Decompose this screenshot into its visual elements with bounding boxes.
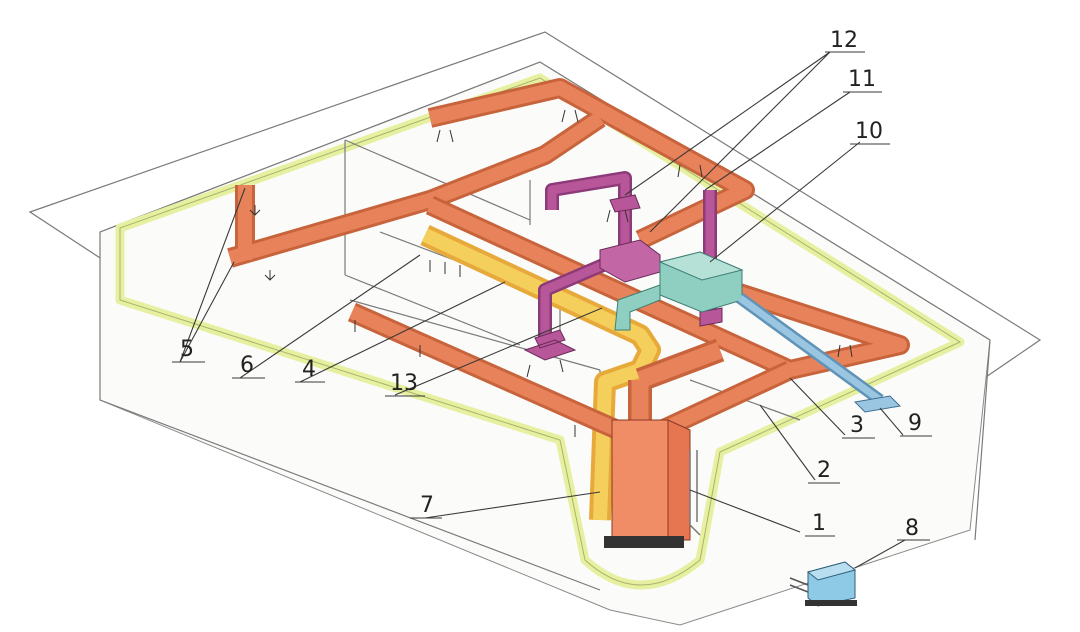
- callout-5: 5: [172, 337, 205, 363]
- teal-heat-recovery-unit: [614, 251, 744, 331]
- exhaust-hood-left: [523, 329, 577, 361]
- callout-11: 11: [843, 67, 882, 93]
- building-top-outline: [99, 61, 991, 341]
- callout-3: 3: [842, 413, 875, 439]
- callout-8: 8: [897, 516, 930, 541]
- svg-text:9: 9: [908, 411, 922, 436]
- airflow-arrows: [249, 109, 853, 437]
- exhaust-duct-yellow: [420, 225, 661, 521]
- fresh-air-duct: [736, 293, 902, 413]
- callout-4: 4: [295, 357, 325, 383]
- svg-text:5: 5: [180, 337, 194, 362]
- svg-text:2: 2: [817, 458, 831, 483]
- svg-text:4: 4: [302, 357, 316, 382]
- callout-2: 2: [808, 458, 840, 484]
- svg-text:12: 12: [830, 28, 858, 53]
- refrigerant-pipes: [689, 450, 701, 536]
- svg-text:13: 13: [390, 371, 418, 396]
- svg-text:11: 11: [848, 67, 876, 92]
- svg-text:7: 7: [420, 493, 434, 518]
- svg-text:10: 10: [855, 119, 883, 144]
- exhaust-duct-purple: [538, 171, 717, 340]
- callout-1: 1: [805, 511, 835, 537]
- callout-10: 10: [850, 119, 890, 145]
- callout-6: 6: [232, 353, 265, 379]
- leader-lines: [179, 51, 906, 569]
- callout-12: 12: [825, 28, 865, 53]
- air-handling-unit: [604, 419, 691, 548]
- exhaust-outlet: [699, 307, 723, 327]
- svg-text:1: 1: [812, 511, 826, 536]
- insulation-band-edge: [119, 77, 962, 586]
- callout-9: 9: [900, 411, 932, 437]
- exhaust-hood-right: [609, 194, 641, 213]
- svg-text:6: 6: [240, 353, 254, 378]
- svg-text:8: 8: [905, 516, 919, 541]
- building-wall-edges: [99, 232, 991, 591]
- outdoor-condenser-unit: [789, 561, 857, 607]
- callout-7: 7: [410, 493, 442, 519]
- callout-13: 13: [385, 371, 425, 397]
- svg-text:3: 3: [850, 413, 864, 438]
